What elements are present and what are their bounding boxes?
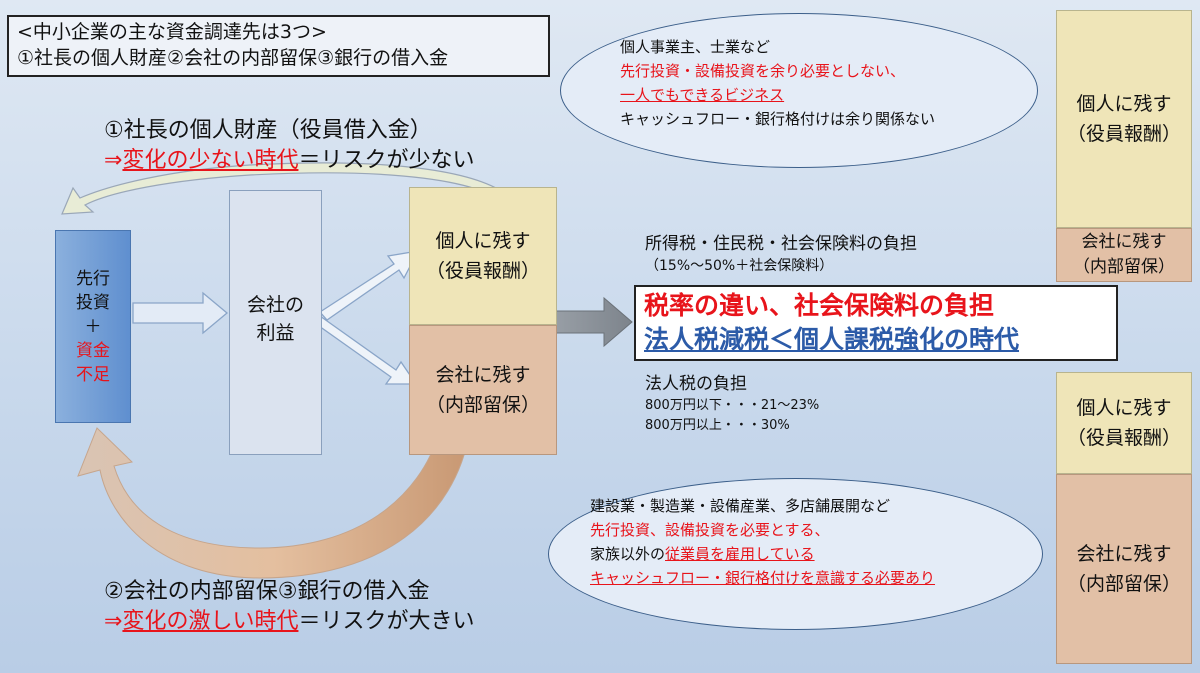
invest-line5: 不足 <box>76 364 110 385</box>
bottom-heading: ②会社の内部留保③銀行の借入金 ⇒変化の激しい時代＝リスクが大きい <box>104 577 474 637</box>
profit-line1: 会社の <box>246 294 304 316</box>
bottom-heading-suffix: ＝リスクが大きい <box>298 609 475 634</box>
top-heading-line2: ⇒変化の少ない時代＝リスクが少ない <box>104 146 474 176</box>
sole-proprietor-line2: 先行投資・設備投資を余り必要としない、 <box>620 62 906 80</box>
industry-line1: 建設業・製造業・設備産業、多店舗展開など <box>590 497 891 515</box>
corporate-tax-row2: 800万円以上・・・30% <box>645 418 790 433</box>
right-top-personal-line2: （役員報酬） <box>1066 123 1181 145</box>
right-bottom-personal-line1: 個人に残す <box>1076 397 1172 419</box>
top-heading-line1: ①社長の個人財産（役員借入金） <box>104 118 432 143</box>
bottom-return-arrow <box>77 427 471 579</box>
top-heading-red: 変化の少ない時代 <box>122 148 299 173</box>
center-personal-line1: 個人に残す <box>435 230 531 252</box>
center-company-line1: 会社に残す <box>435 364 531 386</box>
highlight-line1: 税率の違い、社会保険料の負担 <box>644 291 995 320</box>
center-personal-line2: （役員報酬） <box>425 260 540 282</box>
top-heading-suffix: ＝リスクが少ない <box>298 148 475 173</box>
invest-box: 先行 投資 ＋ 資金 不足 <box>55 230 131 423</box>
corporate-tax-label: 法人税の負担 <box>645 374 747 394</box>
sole-proprietor-ellipse <box>560 13 1038 168</box>
corporate-tax-row1: 800万円以下・・・21～23% <box>645 398 820 413</box>
right-bottom-personal-box: 個人に残す （役員報酬） <box>1056 372 1192 474</box>
industry-line4: キャッシュフロー・銀行格付けを意識する必要あり <box>590 569 936 587</box>
profit-line2: 利益 <box>256 322 295 344</box>
right-bottom-company-box: 会社に残す （内部留保） <box>1056 474 1192 664</box>
right-bottom-company-line1: 会社に残す <box>1076 543 1172 565</box>
summary-title-line2: ①社長の個人財産②会社の内部留保③銀行の借入金 <box>17 47 449 69</box>
sole-proprietor-line4: キャッシュフロー・銀行格付けは余り関係ない <box>620 110 936 128</box>
right-top-personal-box: 個人に残す （役員報酬） <box>1056 10 1192 228</box>
industry-line3-prefix: 家族以外の <box>590 545 666 563</box>
right-top-company-box: 会社に残す （内部留保） <box>1056 228 1192 282</box>
invest-line3: ＋ <box>84 316 102 337</box>
right-top-company-line1: 会社に残す <box>1081 232 1167 252</box>
personal-tax-block: 所得税・住民税・社会保険料の負担 （15%～50%＋社会保険料） <box>645 232 917 276</box>
bottom-heading-arrow: ⇒ <box>104 609 123 634</box>
personal-tax-label: 所得税・住民税・社会保険料の負担 <box>645 234 917 254</box>
profit-box: 会社の 利益 <box>229 190 322 455</box>
top-heading-arrow: ⇒ <box>104 148 123 173</box>
center-company-box: 会社に残す （内部留保） <box>409 325 557 455</box>
right-top-personal-line1: 個人に残す <box>1076 93 1172 115</box>
summary-title-box: <中小企業の主な資金調達先は3つ> ①社長の個人財産②会社の内部留保③銀行の借入… <box>7 15 550 77</box>
sole-proprietor-line3: 一人でもできるビジネス <box>620 86 785 104</box>
top-heading: ①社長の個人財産（役員借入金） ⇒変化の少ない時代＝リスクが少ない <box>104 116 474 176</box>
invest-to-profit-arrow <box>132 291 229 335</box>
corporate-tax-block: 法人税の負担 800万円以下・・・21～23% 800万円以上・・・30% <box>645 372 819 436</box>
invest-line1: 先行 <box>76 268 110 289</box>
tax-difference-highlight: 税率の違い、社会保険料の負担 法人税減税＜個人課税強化の時代 <box>634 285 1118 361</box>
center-company-line2: （内部留保） <box>425 394 540 416</box>
industry-line3-red: 従業員を雇用している <box>665 545 815 563</box>
bottom-heading-red: 変化の激しい時代 <box>122 609 299 634</box>
invest-line4: 資金 <box>76 340 110 361</box>
highlight-line2: 法人税減税＜個人課税強化の時代 <box>644 325 1020 354</box>
bottom-heading-line2: ⇒変化の激しい時代＝リスクが大きい <box>104 607 474 637</box>
profit-to-personal-arrow <box>319 250 420 321</box>
industry-line2: 先行投資、設備投資を必要とする、 <box>590 521 830 539</box>
right-bottom-company-line2: （内部留保） <box>1066 573 1181 595</box>
right-bottom-personal-line2: （役員報酬） <box>1066 427 1181 449</box>
industry-text: 建設業・製造業・設備産業、多店舗展開など 先行投資、設備投資を必要とする、 家族… <box>590 494 935 590</box>
bottom-heading-line1: ②会社の内部留保③銀行の借入金 <box>104 579 430 604</box>
industry-ellipse <box>548 478 1043 630</box>
personal-tax-detail: （15%～50%＋社会保険料） <box>645 258 834 274</box>
sole-proprietor-line1: 個人事業主、士業など <box>620 38 771 56</box>
sole-proprietor-text: 個人事業主、士業など 先行投資・設備投資を余り必要としない、 一人でもできるビジ… <box>620 35 935 131</box>
profit-to-company-arrow <box>310 315 418 385</box>
top-return-arrow <box>61 162 521 215</box>
right-top-company-line2: （内部留保） <box>1073 257 1175 277</box>
industry-line3: 家族以外の従業員を雇用している <box>590 542 935 566</box>
invest-line2: 投資 <box>76 292 110 313</box>
center-personal-box: 個人に残す （役員報酬） <box>409 187 557 325</box>
summary-title-line1: <中小企業の主な資金調達先は3つ> <box>17 21 327 43</box>
